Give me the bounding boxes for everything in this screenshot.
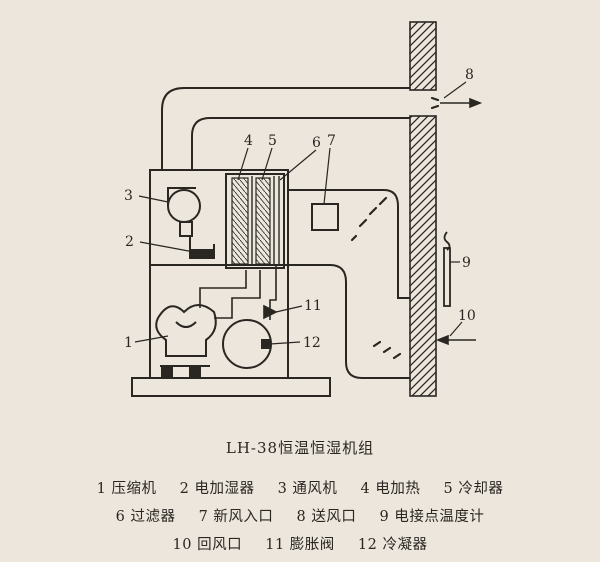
callout-1: 1 [124, 335, 133, 351]
callout-10: 10 [458, 308, 476, 324]
thermometer-component [443, 231, 451, 307]
compressor-component [155, 304, 217, 379]
callout-4: 4 [244, 133, 253, 149]
supply-duct [161, 87, 410, 170]
legend-item: 11 膨胀阀 [265, 537, 335, 553]
wall [409, 21, 437, 397]
callout-5: 5 [268, 133, 277, 149]
humidifier-component [189, 236, 215, 259]
hvac-unit-diagram: 1 2 3 4 5 6 7 8 9 10 11 12 [124, 21, 483, 397]
legend-item: 5 冷却器 [443, 481, 504, 497]
legend-item: 3 通风机 [277, 481, 338, 497]
condenser-component [222, 319, 272, 369]
legend-item: 2 电加湿器 [179, 481, 255, 497]
return-duct [288, 189, 410, 379]
refrigerant-piping [199, 266, 278, 320]
fan-component [167, 187, 201, 237]
airflow-marks [350, 96, 440, 360]
legend-line-1: 1 压缩机 2 电加湿器 3 通风机 4 电加热 5 冷却器 [0, 477, 600, 498]
base-plate [131, 377, 331, 397]
callout-6: 6 [312, 135, 321, 151]
legend-item: 8 送风口 [296, 509, 357, 525]
callout-7: 7 [327, 133, 336, 149]
figure-caption: LH-38恒温恒湿机组 [225, 439, 375, 457]
callout-11: 11 [304, 298, 322, 314]
legend-item: 10 回风口 [172, 537, 243, 553]
lower-cabinet [149, 264, 289, 379]
legend-line-2: 6 过滤器 7 新风入口 8 送风口 9 电接点温度计 [0, 505, 600, 526]
callout-9: 9 [462, 255, 471, 271]
legend-line-3: 10 回风口 11 膨胀阀 12 冷凝器 [0, 533, 600, 554]
callout-3: 3 [124, 188, 133, 204]
legend-item: 9 电接点温度计 [379, 509, 485, 525]
callout-8: 8 [465, 67, 474, 83]
legend-item: 4 电加热 [360, 481, 421, 497]
return-outlet-arrow [435, 334, 476, 346]
callout-2: 2 [125, 234, 134, 250]
leader-lines [134, 81, 467, 345]
legend-item: 6 过滤器 [115, 509, 176, 525]
callout-labels: 1 2 3 4 5 6 7 8 9 10 11 12 [124, 67, 476, 351]
legend-item: 7 新风入口 [198, 509, 274, 525]
supply-outlet-arrow [440, 97, 483, 109]
callout-12: 12 [303, 335, 321, 351]
coil-block [225, 173, 285, 269]
legend-item: 1 压缩机 [96, 481, 157, 497]
fresh-air-inlet [311, 203, 339, 231]
legend-item: 12 冷凝器 [357, 537, 428, 553]
